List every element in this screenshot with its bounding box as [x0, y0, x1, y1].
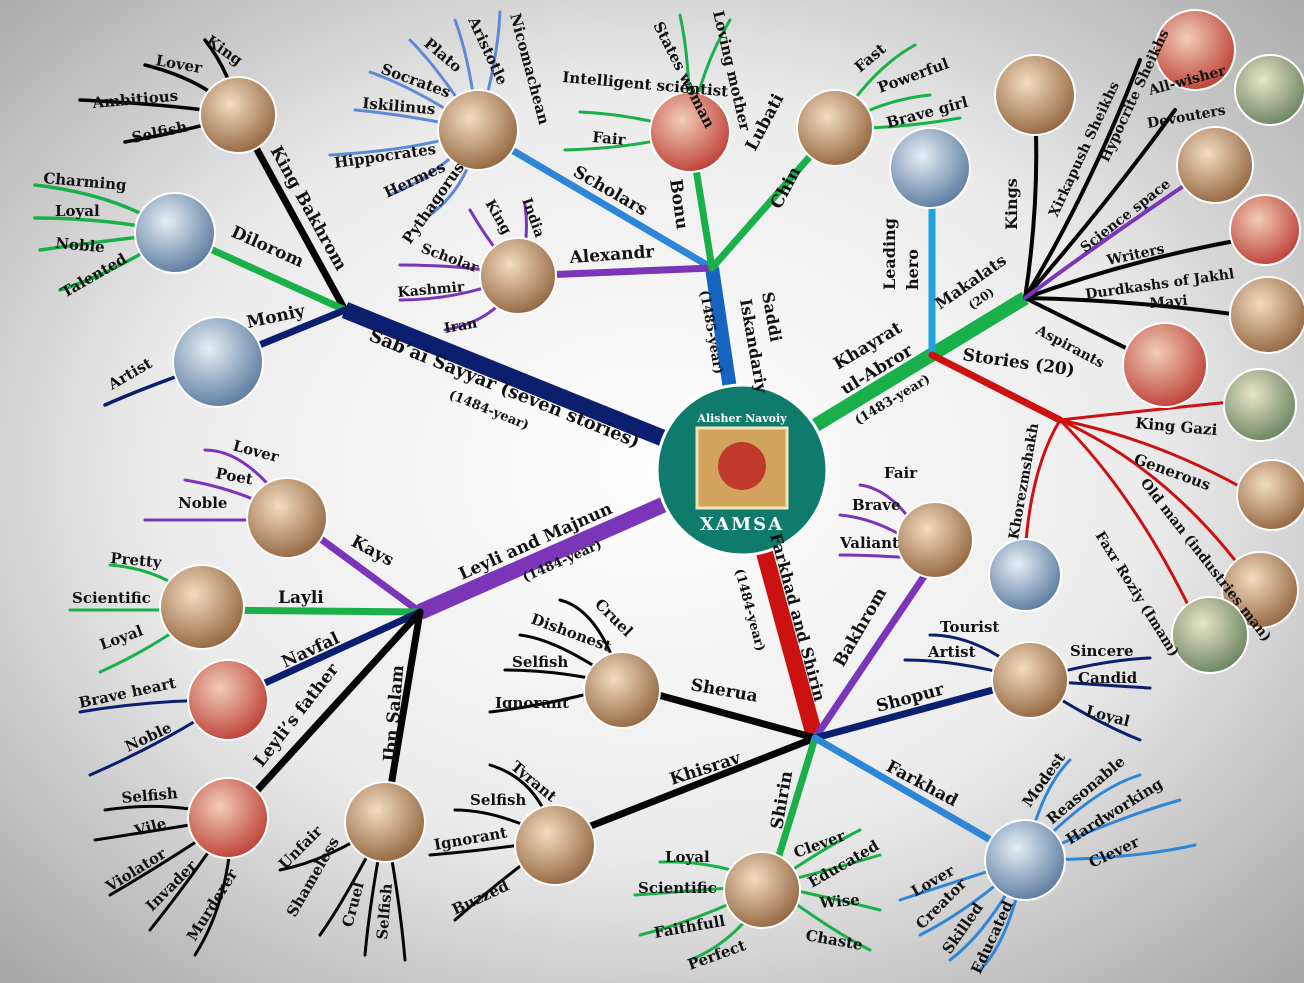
portrait-science — [1176, 126, 1254, 204]
portrait-writers — [1229, 194, 1301, 266]
trait-label: Selfish — [373, 883, 396, 941]
layli-label: Layli — [278, 588, 324, 608]
trait-label: Selfish — [512, 653, 568, 671]
portrait-durdkashs — [1229, 276, 1304, 354]
trait-label: Noble — [55, 234, 106, 256]
portrait-bakhrom — [896, 501, 974, 579]
trait-label: Loyal — [665, 848, 710, 866]
trait-label: Scientific — [638, 879, 717, 897]
leading-label-a: Leading — [880, 218, 899, 290]
portraits — [134, 9, 1304, 929]
center-figure — [718, 442, 766, 490]
trait-label: Ignorant — [495, 694, 569, 712]
trait-label: Kashmir — [397, 279, 466, 301]
trait-label: Loyal — [55, 202, 100, 220]
portrait-moniy — [172, 316, 264, 408]
portrait-alexandr — [479, 237, 557, 315]
portrait-king-bakhrom — [199, 76, 277, 154]
trait-label: Kings — [1002, 178, 1021, 230]
trait-label: Iran — [443, 315, 478, 337]
center-node: Alisher Navoiy XAMSA — [655, 383, 829, 557]
portrait-king-gazi — [1223, 368, 1297, 442]
portrait-khorezmshakh — [988, 538, 1062, 612]
portrait-dilorom — [134, 192, 216, 274]
portrait-navfal — [187, 659, 269, 741]
center-book: XAMSA — [700, 514, 784, 535]
trait-label: Mayi — [1149, 293, 1188, 312]
portrait-faxr-roziy — [1171, 596, 1249, 674]
portrait-leyli-father — [187, 777, 269, 859]
trait-label: Candid — [1078, 669, 1138, 687]
portrait-generous — [1236, 459, 1304, 531]
portrait-old-man — [1221, 551, 1299, 629]
portrait-layli — [159, 564, 245, 650]
portrait-kays — [246, 477, 328, 559]
portrait-aspirants — [1122, 322, 1208, 408]
portrait-bonu — [649, 91, 731, 173]
trait-label: Pretty — [110, 549, 164, 572]
trait-label: Wise — [818, 891, 861, 913]
trait-label: Fair — [884, 464, 918, 482]
portrait-scholars — [437, 89, 519, 171]
trait-label: Valiant — [839, 534, 899, 552]
trait-label: Artist — [927, 643, 976, 661]
portrait-kings — [994, 54, 1076, 136]
portrait-shirin — [723, 851, 801, 929]
trait-label: Fair — [592, 128, 628, 149]
trait-label: Brave — [852, 496, 901, 514]
portrait-farkhad — [984, 819, 1066, 901]
leading-label-b: hero — [903, 249, 922, 290]
trait-label: Sincere — [1070, 642, 1134, 660]
portrait-allwisher — [1154, 9, 1236, 91]
trait-label: Noble — [178, 494, 227, 512]
portrait-devouters — [1234, 54, 1304, 126]
trait-label: Scientific — [72, 589, 151, 607]
trait-label: Selfish — [121, 784, 179, 807]
portrait-ibn-salam — [344, 781, 426, 863]
portrait-khisrav — [514, 804, 596, 886]
portrait-lubati — [796, 89, 874, 167]
portrait-shopur — [991, 641, 1069, 719]
portrait-sherua — [583, 651, 661, 729]
center-author: Alisher Navoiy — [696, 412, 787, 425]
trait-label: Selfish — [470, 791, 526, 809]
portrait-leading-hero — [889, 127, 971, 209]
trait-label: Tourist — [940, 618, 999, 636]
